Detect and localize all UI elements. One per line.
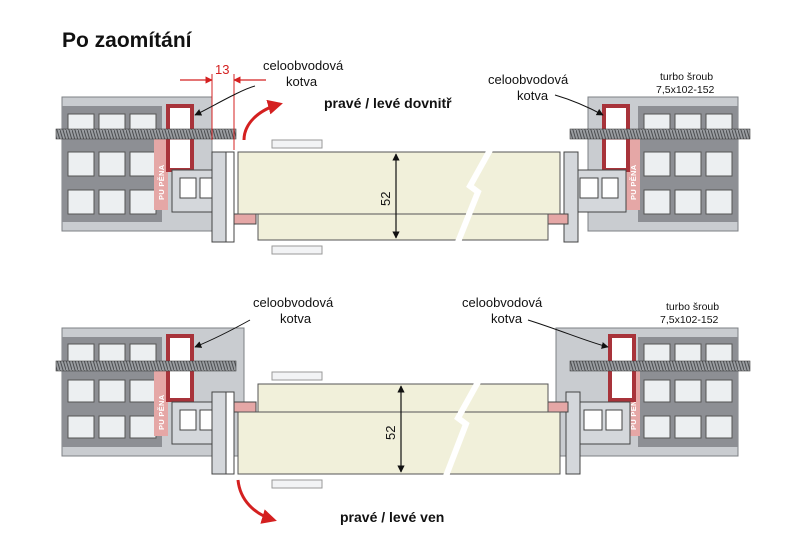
opening-arrow — [242, 99, 283, 141]
pu-foam-label: PU PĚNA — [629, 394, 638, 430]
pu-foam-label: PU PĚNA — [157, 394, 166, 430]
opening-direction-label: pravé / levé ven — [340, 509, 444, 525]
anchor-pointer-right — [527, 319, 609, 349]
screw-label: turbo šroub 7,5x102-152 — [656, 71, 716, 96]
brick-cells — [643, 343, 733, 439]
right-wall: PU PĚNA — [545, 96, 751, 243]
screw — [569, 360, 751, 372]
screw — [569, 128, 751, 140]
door-handle — [271, 479, 323, 489]
anchor-pointer-left — [194, 85, 256, 116]
anchor-label-right: celoobvodová kotva — [462, 295, 546, 326]
pu-foam-strip — [154, 134, 168, 210]
anchor-label-right: celoobvodová kotva — [488, 72, 572, 103]
right-wall: PU PĚNA — [545, 327, 751, 475]
pu-foam-strip — [154, 366, 168, 436]
frame-profile — [545, 391, 631, 475]
opening-arrow — [236, 479, 277, 524]
screw-label: turbo šroub 7,5x102-152 — [660, 301, 722, 326]
opening-direction-label: pravé / levé dovnitř — [324, 95, 452, 111]
pu-foam-label: PU PĚNA — [157, 164, 166, 200]
top-section-inward: PU PĚNA — [55, 58, 751, 255]
left-wall: PU PĚNA — [55, 96, 257, 243]
frame-profile — [171, 151, 257, 243]
door-handle — [271, 371, 323, 381]
left-wall: PU PĚNA — [55, 327, 257, 475]
door-leaf — [237, 139, 561, 255]
brick-cells — [67, 343, 157, 439]
screw — [55, 128, 237, 140]
door-handle — [271, 139, 323, 149]
pu-foam-label: PU PĚNA — [629, 164, 638, 200]
door-leaf — [237, 371, 561, 489]
frame-profile — [171, 391, 257, 475]
anchor-pointer-left — [194, 319, 251, 348]
screw — [55, 360, 237, 372]
gap-dimension-label: 13 — [215, 62, 229, 77]
door-handle — [271, 245, 323, 255]
page-title: Po zaomítání — [62, 29, 193, 52]
door-thickness-label: 52 — [383, 426, 398, 440]
door-thickness-label: 52 — [378, 192, 393, 206]
anchor-label-left: celoobvodová kotva — [263, 58, 347, 89]
anchor-label-left: celoobvodová kotva — [253, 295, 337, 326]
bottom-section-outward: PU PĚNA — [55, 295, 751, 525]
anchor-pointer-right — [554, 94, 604, 116]
